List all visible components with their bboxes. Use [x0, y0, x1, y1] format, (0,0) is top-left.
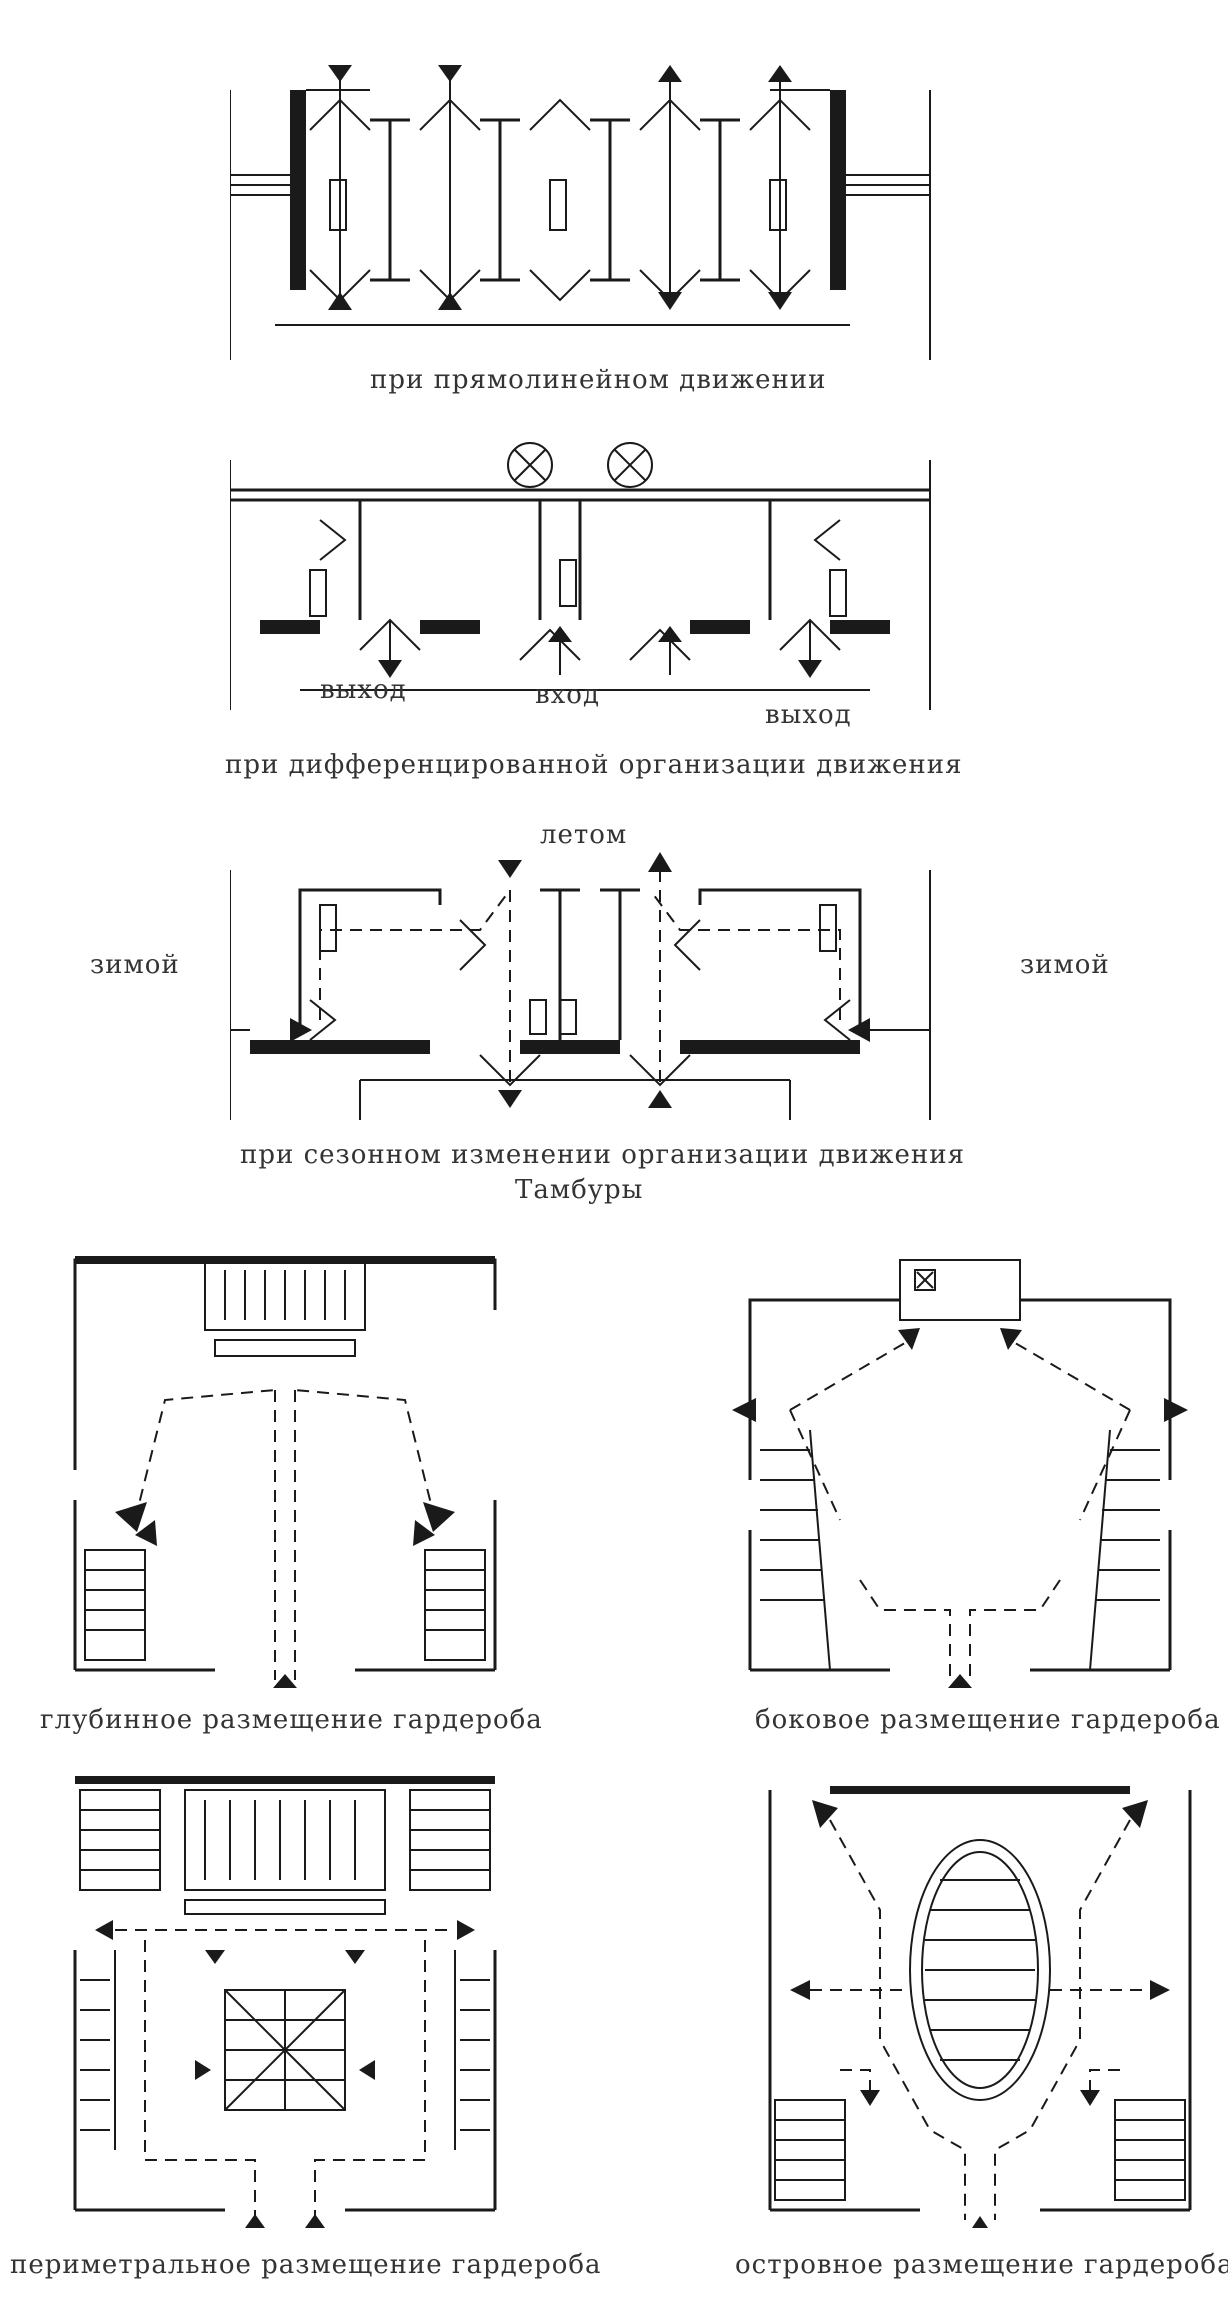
wardrobe-island-stairs-left — [774, 2099, 846, 2201]
vestibule-differentiated-arrows — [378, 620, 822, 678]
caption-vestibule-straight: при прямолинейном движении — [370, 365, 827, 395]
vestibule-straight-arrows — [328, 65, 792, 310]
vestibule-seasonal-doors — [309, 919, 851, 1087]
caption-wardrobe-side: боковое размещение гардероба — [755, 1705, 1221, 1735]
wardrobe-side-counter-right — [1095, 1449, 1160, 1601]
label-winter-left: зимой — [90, 950, 180, 980]
vestibule-straight-walls — [230, 89, 931, 360]
wardrobe-island-counter — [909, 1839, 1051, 2101]
vestibule-seasonal-paths — [319, 870, 841, 1090]
caption-wardrobe-island: островное размещение гардероба — [735, 2250, 1228, 2280]
vestibule-seasonal-radiators — [319, 904, 837, 1035]
label-entrance: вход — [535, 680, 600, 710]
wardrobe-side-plan — [730, 1250, 1210, 1690]
wardrobe-side-counter-left — [760, 1449, 825, 1601]
caption-vestibule-differentiated: при дифференцированной организации движе… — [225, 750, 963, 780]
caption-wardrobe-deep: глубинное размещение гардероба — [40, 1705, 543, 1735]
vestibule-seasonal-diagram — [230, 850, 950, 1140]
label-summer: летом — [540, 820, 628, 850]
vestibule-differentiated-lamps — [507, 442, 653, 488]
wardrobe-deep-plan — [55, 1250, 515, 1690]
wardrobe-perimeter-plan — [55, 1770, 515, 2230]
label-exit-left: выход — [320, 675, 407, 705]
vestibule-differentiated-diagram — [230, 420, 950, 710]
vestibules-title: Тамбуры — [515, 1175, 644, 1205]
vestibule-seasonal-walls — [230, 870, 931, 1120]
wardrobe-deep-stairs-left — [84, 1549, 146, 1661]
label-exit-right: выход — [765, 700, 852, 730]
vestibule-straight-doors — [309, 98, 811, 302]
wardrobe-perimeter-counters — [80, 1979, 490, 2131]
caption-vestibule-seasonal: при сезонном изменении организации движе… — [240, 1140, 965, 1170]
wardrobe-island-plan — [750, 1770, 1210, 2230]
vestibule-differentiated-radiators — [309, 559, 847, 617]
vestibule-seasonal-arrows — [290, 852, 870, 1108]
wardrobe-perimeter-island — [224, 1989, 346, 2111]
wardrobe-deep-stairs-right — [424, 1549, 486, 1661]
label-winter-right: зимой — [1020, 950, 1110, 980]
vestibule-straight-diagram — [230, 60, 950, 360]
caption-wardrobe-perimeter: периметральное размещение гардероба — [10, 2250, 602, 2280]
vestibule-differentiated-walls — [230, 460, 931, 710]
wardrobe-island-stairs-right — [1114, 2099, 1186, 2201]
vestibule-straight-radiators — [329, 179, 787, 231]
